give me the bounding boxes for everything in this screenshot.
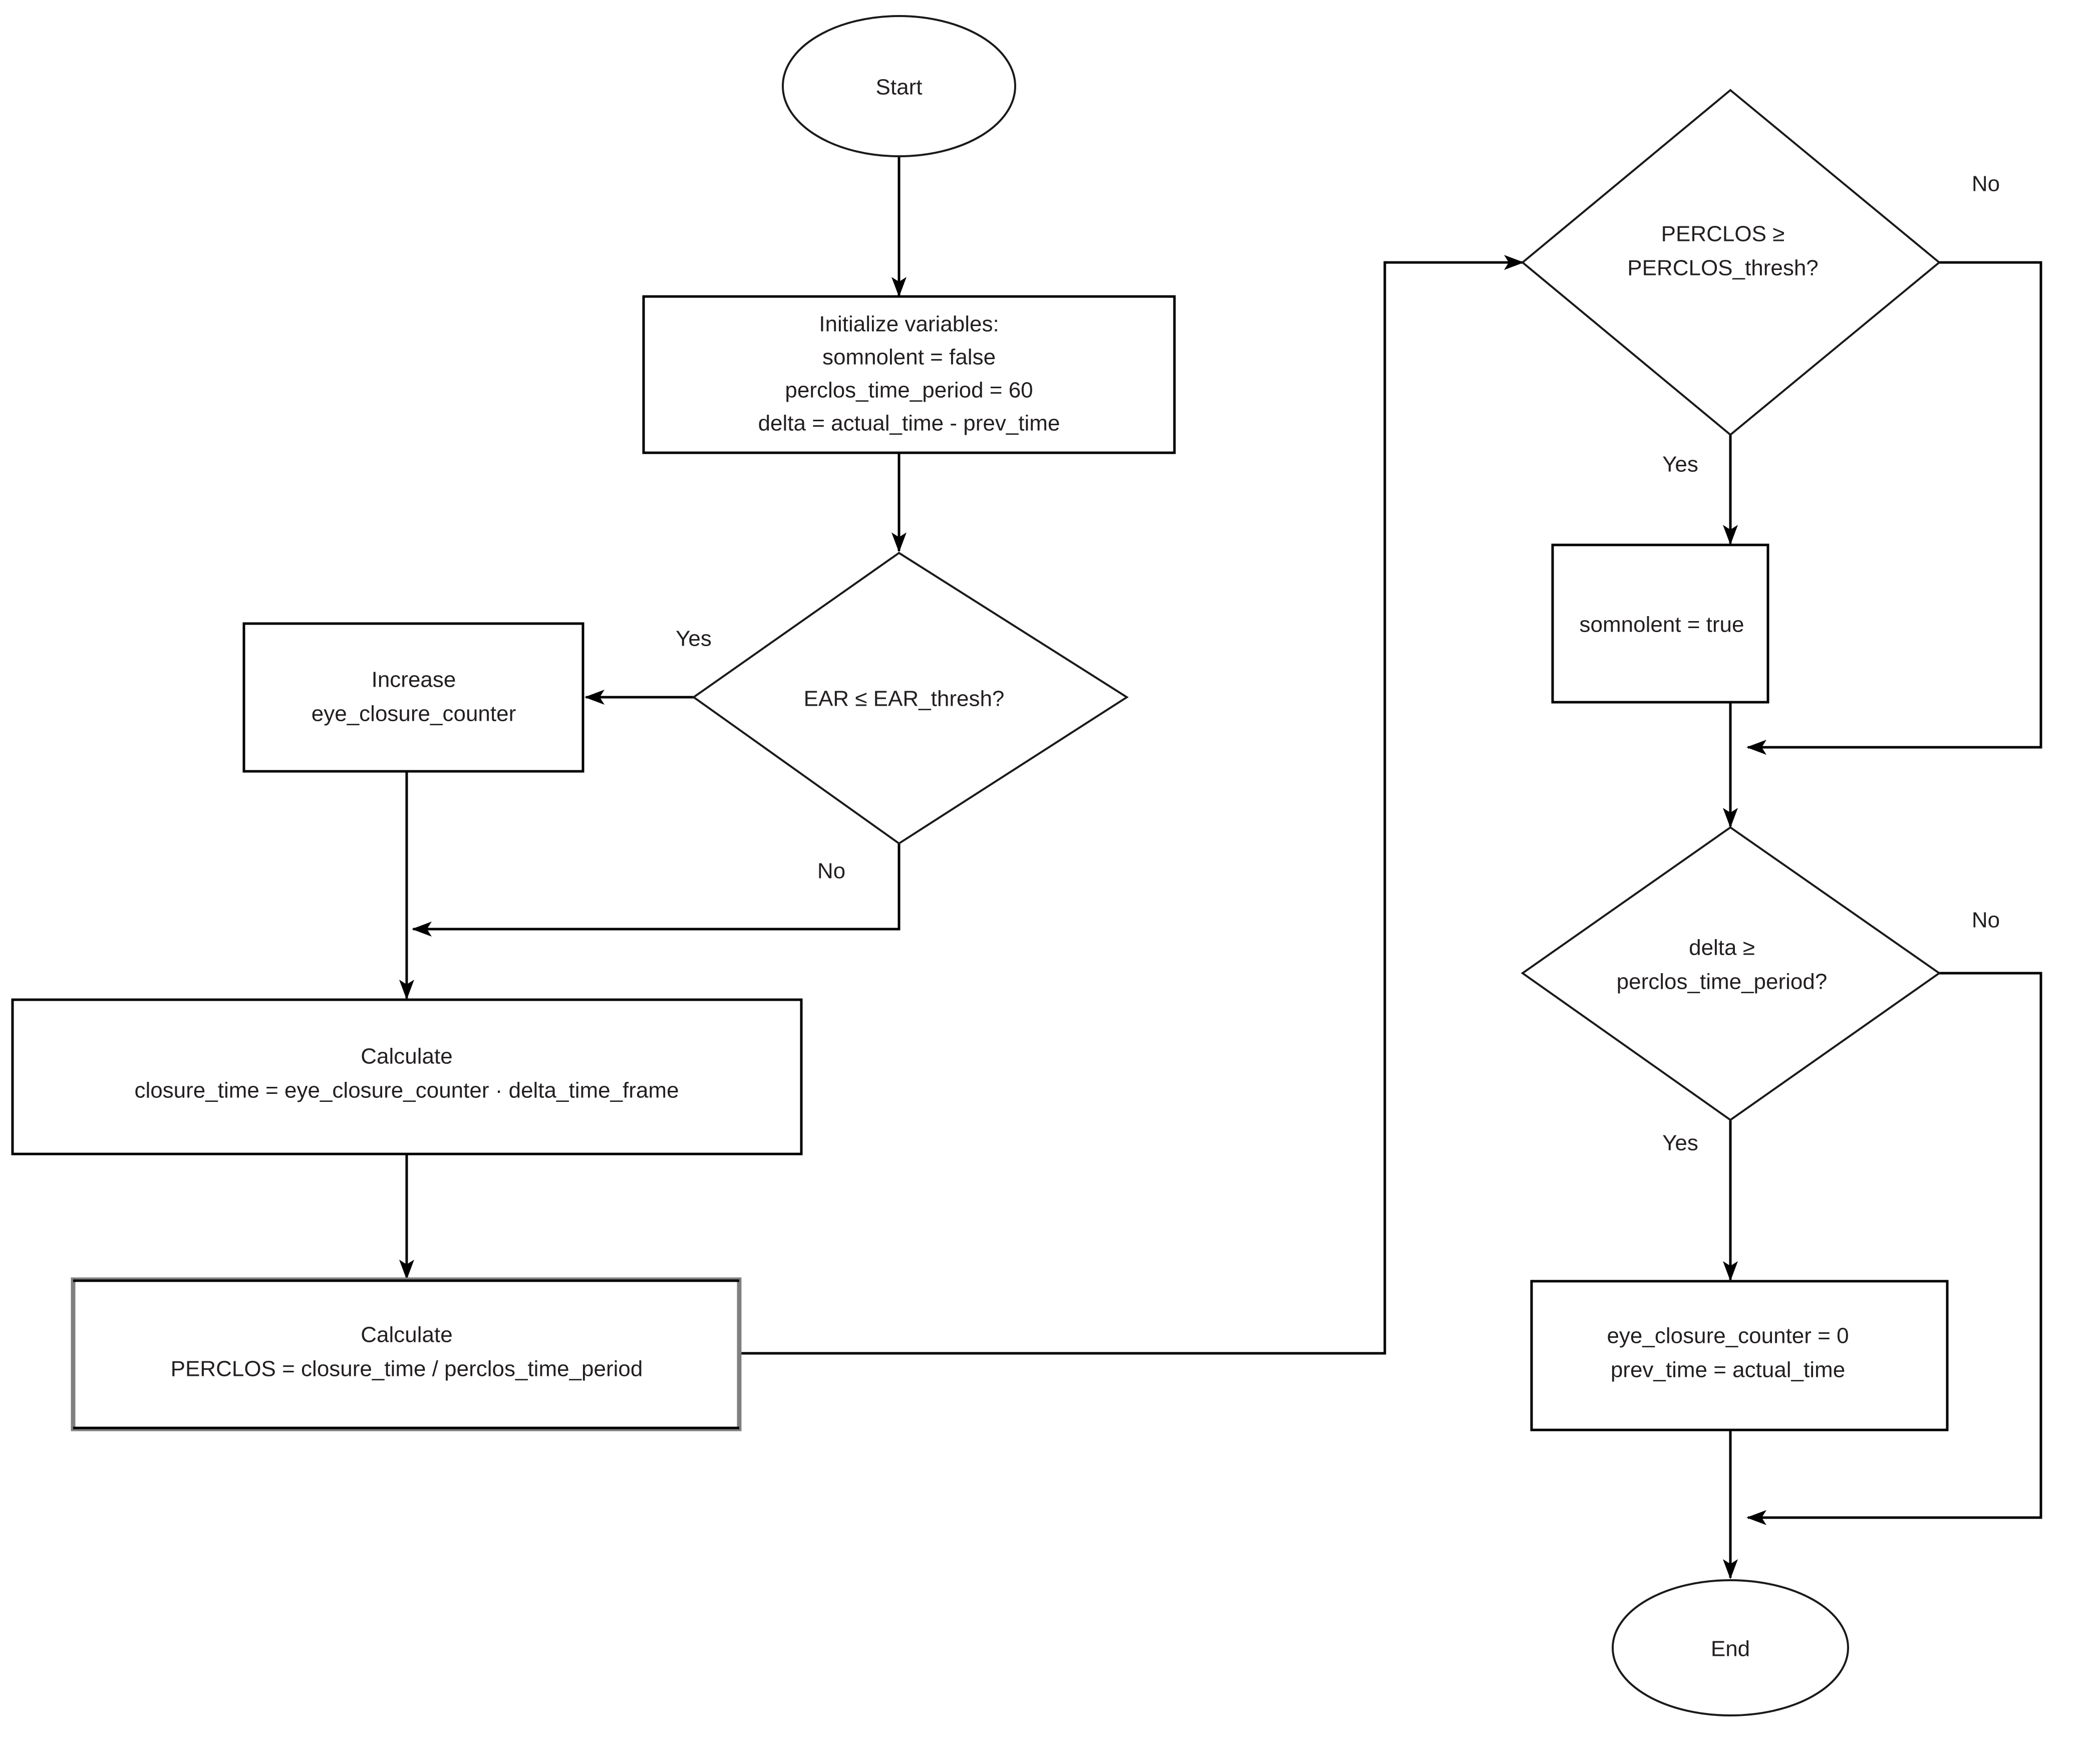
initialize-line-1: Initialize variables: bbox=[819, 312, 999, 337]
end-label: End bbox=[1711, 1637, 1750, 1661]
edge-label-perclos-yes: Yes bbox=[1662, 452, 1698, 477]
edge-label-ear-yes: Yes bbox=[676, 627, 712, 651]
edge-label-delta-yes: Yes bbox=[1662, 1131, 1698, 1155]
edge-perclos-no-to-merge bbox=[1746, 261, 2042, 755]
node-reset-counters[interactable]: eye_closure_counter = 0 prev_time = actu… bbox=[1530, 1280, 1949, 1431]
end-ellipse bbox=[1612, 1579, 1849, 1716]
calculate-closure-time-line-1: Calculate bbox=[361, 1044, 452, 1069]
node-delta-decision[interactable]: delta ≥ perclos_time_period? bbox=[1521, 826, 1941, 1121]
ear-decision-diamond bbox=[692, 551, 1129, 845]
edge-label-perclos-no: No bbox=[1972, 172, 2000, 196]
node-ear-decision[interactable]: EAR ≤ EAR_thresh? bbox=[692, 551, 1129, 845]
connectors bbox=[399, 156, 2042, 1579]
delta-decision-line-1: delta ≥ bbox=[1689, 936, 1755, 960]
edge-label-delta-no: No bbox=[1972, 908, 2000, 933]
calculate-closure-time-line-2: closure_time = eye_closure_counter · del… bbox=[134, 1078, 679, 1103]
initialize-line-2: somnolent = false bbox=[822, 345, 996, 370]
edge-label-ear-no: No bbox=[817, 859, 845, 884]
increase-counter-line-2: eye_closure_counter bbox=[312, 702, 516, 726]
perclos-decision-line-2: PERCLOS_thresh? bbox=[1627, 256, 1819, 280]
node-initialize-variables[interactable]: Initialize variables: somnolent = false … bbox=[642, 295, 1176, 454]
calculate-perclos-line-1: Calculate bbox=[361, 1323, 452, 1347]
ear-decision-label: EAR ≤ EAR_thresh? bbox=[804, 687, 1005, 711]
delta-decision-diamond bbox=[1521, 826, 1941, 1121]
node-end[interactable]: End bbox=[1612, 1579, 1849, 1716]
node-set-somnolent-true[interactable]: somnolent = true bbox=[1551, 543, 1769, 704]
node-perclos-decision[interactable]: PERCLOS ≥ PERCLOS_thresh? bbox=[1521, 89, 1941, 436]
initialize-box bbox=[642, 295, 1176, 454]
node-start[interactable]: Start bbox=[782, 15, 1016, 157]
increase-counter-box bbox=[242, 622, 584, 773]
calculate-closure-time-box bbox=[11, 998, 803, 1155]
reset-counters-box bbox=[1530, 1280, 1949, 1431]
start-label: Start bbox=[876, 75, 923, 100]
start-ellipse bbox=[782, 15, 1016, 157]
perclos-decision-diamond bbox=[1521, 89, 1941, 436]
node-calculate-perclos[interactable]: Calculate PERCLOS = closure_time / percl… bbox=[71, 1277, 742, 1431]
reset-counters-line-1: eye_closure_counter = 0 bbox=[1607, 1324, 1849, 1348]
node-increase-counter[interactable]: Increase eye_closure_counter bbox=[242, 622, 584, 773]
calculate-perclos-box bbox=[71, 1277, 742, 1431]
edge-calc-perclos-to-perclos-decision bbox=[741, 254, 1524, 1355]
node-calculate-closure-time[interactable]: Calculate closure_time = eye_closure_cou… bbox=[11, 998, 803, 1155]
perclos-decision-line-1: PERCLOS ≥ bbox=[1661, 222, 1785, 246]
delta-decision-line-2: perclos_time_period? bbox=[1617, 970, 1828, 994]
calculate-perclos-line-2: PERCLOS = closure_time / perclos_time_pe… bbox=[171, 1357, 643, 1381]
increase-counter-line-1: Increase bbox=[372, 668, 456, 692]
initialize-line-3: perclos_time_period = 60 bbox=[785, 378, 1033, 403]
edge-ear-no-to-merge bbox=[412, 843, 901, 937]
set-somnolent-label: somnolent = true bbox=[1580, 613, 1744, 637]
initialize-line-4: delta = actual_time - prev_time bbox=[758, 411, 1060, 436]
reset-counters-line-2: prev_time = actual_time bbox=[1611, 1358, 1845, 1382]
set-somnolent-box bbox=[1551, 543, 1769, 704]
edge-delta-no-to-merge bbox=[1746, 972, 2042, 1526]
